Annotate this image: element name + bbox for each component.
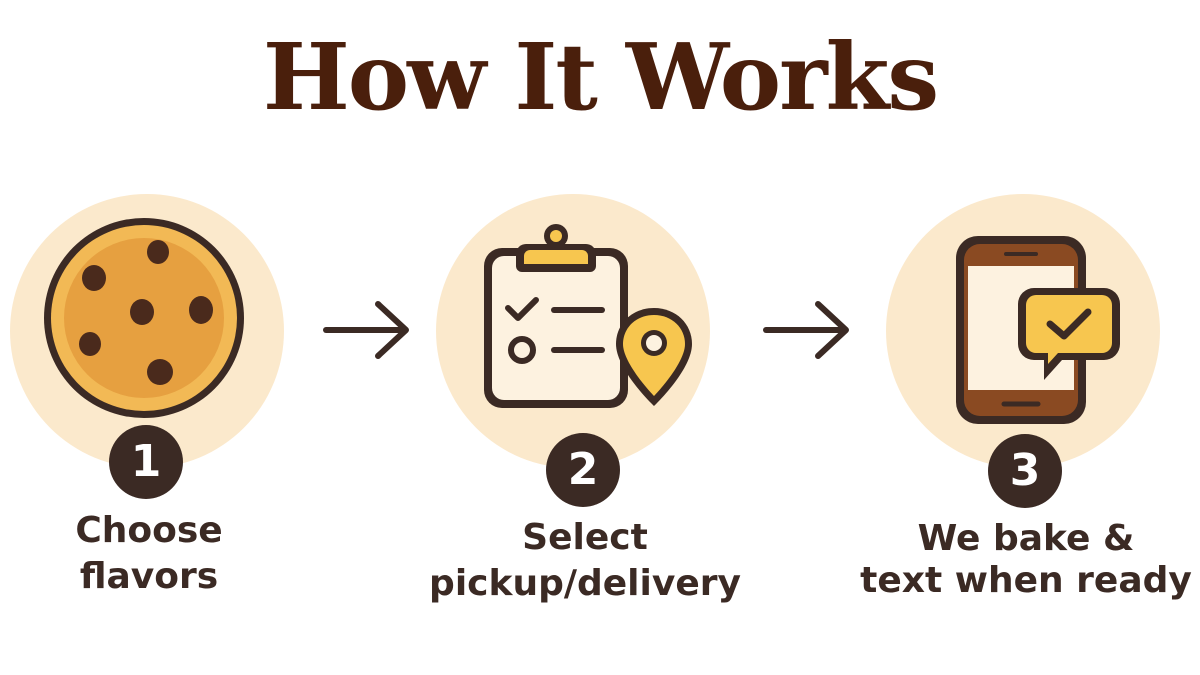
step-3-number-badge: 3 xyxy=(988,434,1062,508)
step-1-label: Choose flavors xyxy=(20,508,278,600)
step-2-number-badge: 2 xyxy=(546,433,620,507)
step-1-label-line-2: flavors xyxy=(79,556,219,597)
step-3-label-line-1: We bake & xyxy=(917,518,1135,559)
step-1-number-badge: 1 xyxy=(109,425,183,499)
arrow-right-icon xyxy=(763,301,849,359)
step-3-label-line-2: text when ready xyxy=(860,560,1192,601)
step-2-label: Select pickup/delivery xyxy=(412,515,758,607)
arrow-right-icon xyxy=(323,301,409,359)
step-2-label-line-1: Select xyxy=(522,517,648,558)
page-title: How It Works xyxy=(262,23,939,131)
step-2-label-line-2: pickup/delivery xyxy=(429,563,741,604)
step-3-label: We bake & text when ready xyxy=(858,518,1194,602)
cookie-icon xyxy=(44,218,244,418)
step-1-label-line-1: Choose xyxy=(75,510,223,551)
clipboard-location-icon xyxy=(484,224,692,408)
phone-message-icon xyxy=(956,236,1120,424)
